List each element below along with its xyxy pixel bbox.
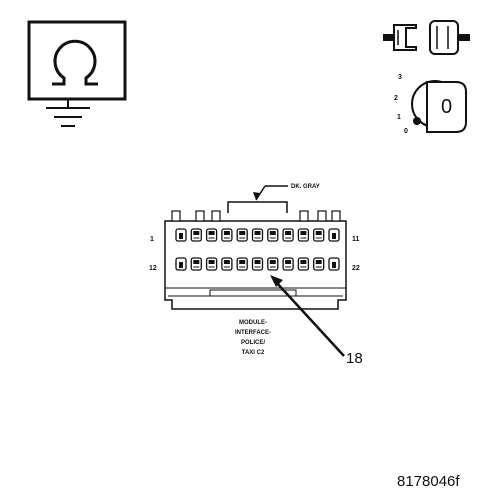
connector-cavity-13 xyxy=(190,257,202,271)
figure-id: 8178046f xyxy=(397,473,460,490)
callout-pin-number: 18 xyxy=(346,350,363,367)
connector-latches xyxy=(171,210,341,222)
connector-latch xyxy=(317,210,327,222)
connector-name: MODULE- INTERFACE- POLICE/ TAXI C2 xyxy=(235,320,271,356)
pin-label-11: 11 xyxy=(352,236,360,243)
connector-cavity-7 xyxy=(267,228,279,242)
connector-cavity-1 xyxy=(175,228,187,242)
connector-cavity-8 xyxy=(282,228,294,242)
connector-cavity-2 xyxy=(190,228,202,242)
connector-cavity-4 xyxy=(221,228,233,242)
connector-cavity-10 xyxy=(313,228,325,242)
wire-color-label: DK. GRAY xyxy=(291,184,320,190)
ignition-position-3: 3 xyxy=(398,74,402,81)
connector-latch xyxy=(331,210,341,222)
connector-latch xyxy=(195,210,205,222)
pin-label-1: 1 xyxy=(150,236,154,243)
wire-color-callout: DK. GRAY xyxy=(227,184,320,213)
connector-disconnect-icon xyxy=(383,20,470,55)
ignition-position-2: 2 xyxy=(394,95,398,102)
connector-cavity-18 xyxy=(267,257,279,271)
connector-cavity-11 xyxy=(328,228,340,242)
connector-name-line-1: MODULE- xyxy=(239,320,267,326)
pin-label-12: 12 xyxy=(149,265,157,272)
connector-latch xyxy=(299,210,309,222)
connector-body xyxy=(164,210,347,310)
pin-callout: 18 xyxy=(270,275,363,367)
connector-cavity-21 xyxy=(313,257,325,271)
connector-latch xyxy=(171,210,181,222)
connector-cavity-16 xyxy=(236,257,248,271)
connector-cavity-22 xyxy=(328,257,340,271)
connector-cavity-6 xyxy=(251,228,264,242)
connector-cavity-20 xyxy=(297,257,310,271)
ignition-position-1: 1 xyxy=(397,114,401,121)
ignition-position-0: 0 xyxy=(404,128,408,135)
connector-cavity-3 xyxy=(205,228,218,242)
connector-latch xyxy=(211,210,221,222)
connector-cavity-19 xyxy=(282,257,294,271)
connector-bottom-row xyxy=(175,257,340,271)
connector-name-line-3: POLICE/ xyxy=(241,340,265,346)
ignition-key-icon: 3 2 1 0 0 xyxy=(394,74,467,135)
connector-cavity-17 xyxy=(251,257,264,271)
key-label: 0 xyxy=(441,96,452,118)
connector-cavity-9 xyxy=(297,228,310,242)
connector-cavity-12 xyxy=(175,257,187,271)
connector-name-line-2: INTERFACE- xyxy=(235,330,271,336)
ohmmeter-ground-icon xyxy=(27,20,127,127)
connector-name-line-4: TAXI C2 xyxy=(242,350,265,356)
connector-cavity-5 xyxy=(236,228,248,242)
connector-cavity-15 xyxy=(221,257,233,271)
connector-top-row xyxy=(175,228,340,242)
pin-label-22: 22 xyxy=(352,265,360,272)
connector-cavity-14 xyxy=(205,257,218,271)
